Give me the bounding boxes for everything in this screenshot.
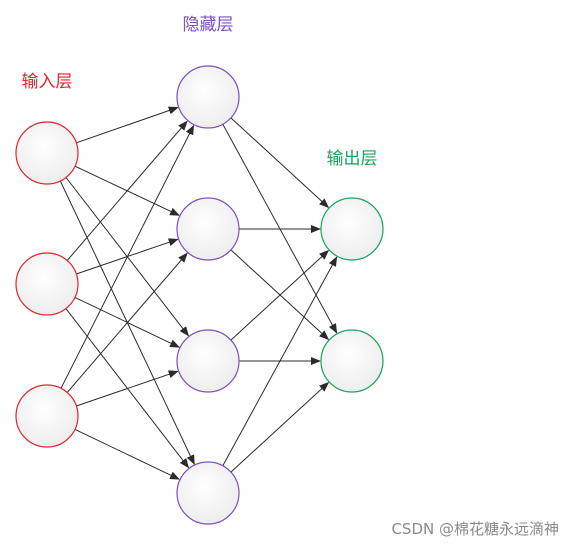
connection-input-3-to-hidden-2 — [66, 252, 188, 393]
connection-hidden-4-to-output-1 — [222, 256, 338, 467]
input-neuron-2 — [15, 252, 79, 316]
input-neuron-3 — [15, 384, 79, 448]
hidden-neuron-4 — [176, 461, 240, 525]
connection-input-1-to-hidden-1 — [76, 106, 179, 144]
connection-hidden-3-to-output-1 — [230, 249, 330, 341]
watermark: CSDN @棉花糖永远滴神 — [391, 520, 559, 538]
output-layer-label: 输出层 — [327, 149, 378, 169]
connection-input-2-to-hidden-1 — [66, 120, 188, 261]
hidden-neuron-1 — [176, 65, 240, 129]
connection-input-3-to-hidden-1 — [60, 124, 195, 389]
hidden-layer-label: 隐藏层 — [183, 15, 234, 35]
connection-input-3-to-hidden-3 — [76, 370, 179, 407]
neurons — [15, 65, 384, 525]
connection-hidden-1-to-output-1 — [230, 117, 330, 209]
connection-hidden-4-to-output-2 — [230, 381, 330, 473]
output-neuron-1 — [320, 197, 384, 261]
hidden-neuron-3 — [176, 329, 240, 393]
output-neuron-2 — [320, 329, 384, 393]
hidden-neuron-2 — [176, 197, 240, 261]
connection-hidden-2-to-output-2 — [230, 249, 330, 341]
connections — [59, 106, 338, 480]
connection-input-3-to-hidden-4 — [74, 428, 181, 480]
input-neuron-1 — [15, 121, 79, 185]
input-layer-label: 输入层 — [22, 72, 73, 92]
